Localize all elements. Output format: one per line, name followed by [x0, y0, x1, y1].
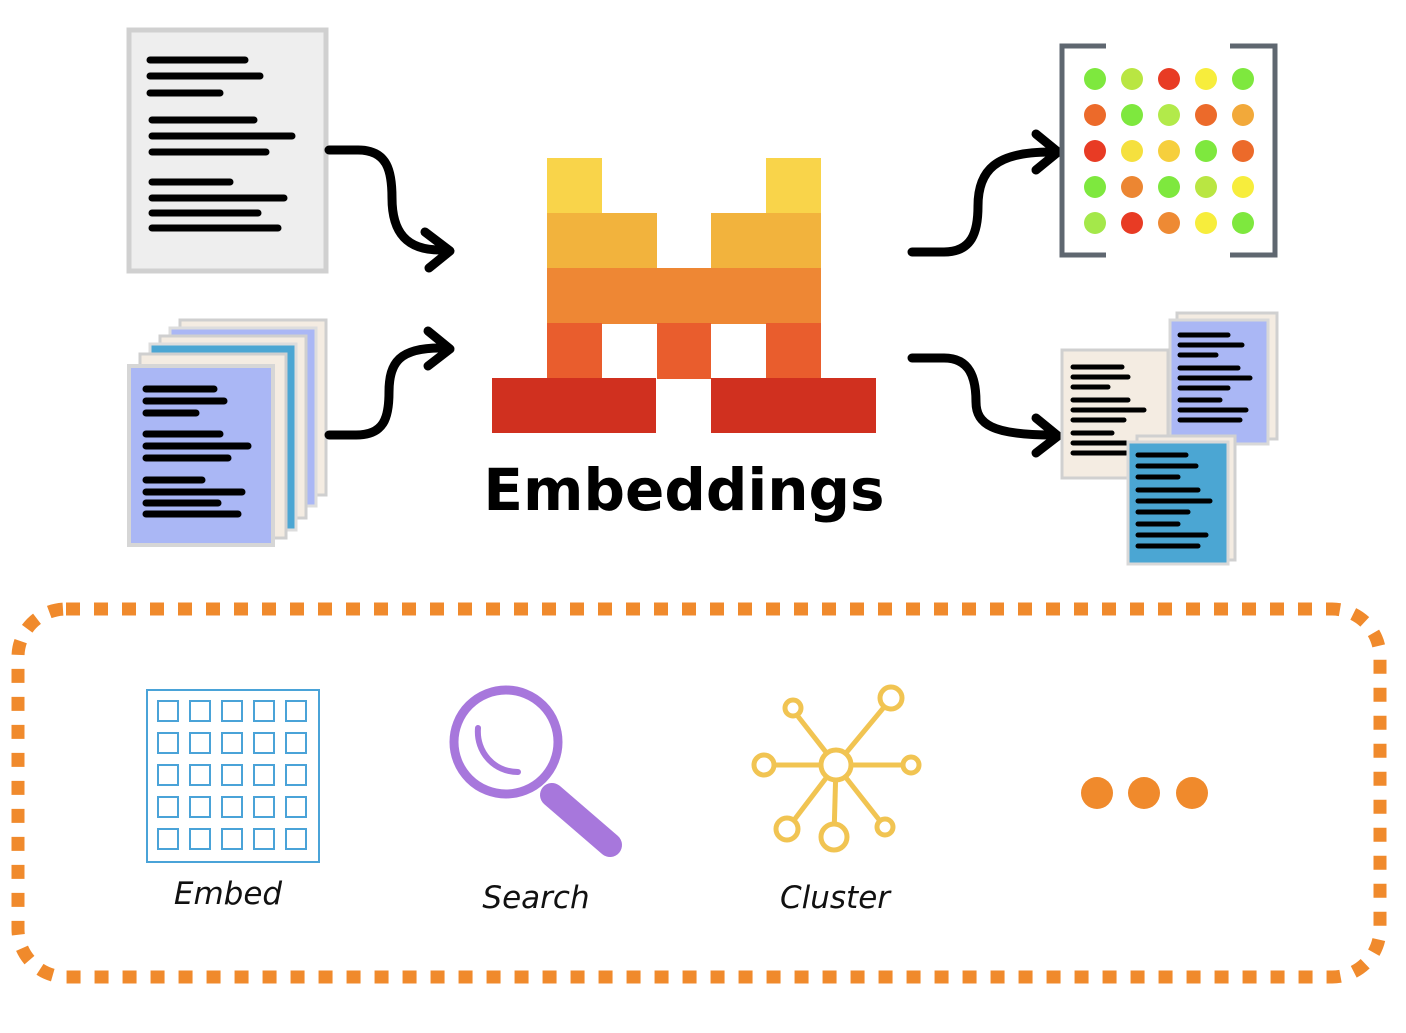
grid-cell — [189, 796, 211, 818]
vector-dot — [1158, 68, 1180, 90]
vector-dot — [1232, 104, 1254, 126]
vector-dot — [1195, 212, 1217, 234]
vector-dot — [1232, 140, 1254, 162]
vector-dot — [1232, 68, 1254, 90]
grid-cell — [221, 764, 243, 786]
grid-cell — [285, 700, 307, 722]
use-label-cluster: Cluster — [780, 880, 892, 916]
grid-cell — [221, 828, 243, 850]
grid-cell — [189, 828, 211, 850]
vector-dot — [1158, 176, 1180, 198]
grid-cell — [189, 764, 211, 786]
grid-icon — [146, 689, 320, 863]
embedding-vector-icon — [1059, 43, 1278, 258]
grid-cell — [157, 700, 179, 722]
arrow-head — [1031, 129, 1063, 175]
vector-dot-grid — [1084, 68, 1254, 234]
arrow-head — [423, 326, 455, 371]
grid-cell — [253, 700, 275, 722]
vector-dot — [1084, 104, 1106, 126]
vector-dot — [1195, 104, 1217, 126]
use-label-search: Search — [482, 880, 589, 916]
grid-cell — [189, 732, 211, 754]
grid-cell — [253, 796, 275, 818]
vector-dot — [1232, 212, 1254, 234]
model-logo — [492, 158, 876, 433]
grid-cell — [189, 700, 211, 722]
arrow-doc-to-model — [324, 145, 445, 255]
vector-dot — [1121, 176, 1143, 198]
arrow-model-to-documents — [907, 353, 1057, 440]
vector-dot — [1121, 212, 1143, 234]
vector-dot — [1195, 68, 1217, 90]
vector-dot — [1121, 68, 1143, 90]
use-label-embed: Embed — [174, 876, 283, 912]
grid-cell — [157, 764, 179, 786]
grid-cell — [253, 732, 275, 754]
single-document-icon — [126, 27, 329, 274]
grid-cell — [157, 796, 179, 818]
arrow-head — [420, 227, 455, 273]
arrow-head — [1031, 413, 1063, 458]
vector-dot — [1084, 140, 1106, 162]
cluster-network-icon — [751, 684, 922, 853]
use-cases-panel — [11, 602, 1387, 984]
vector-dot — [1158, 140, 1180, 162]
grid-cell — [157, 828, 179, 850]
arrow-model-to-vector — [907, 147, 1055, 257]
vector-dot — [1158, 104, 1180, 126]
clustered-documents-icon — [1060, 311, 1279, 566]
grid-cell — [253, 764, 275, 786]
grid-cell — [221, 732, 243, 754]
grid-cell — [285, 828, 307, 850]
grid-cell — [285, 732, 307, 754]
ellipsis-icon — [1081, 777, 1208, 809]
vector-dot — [1084, 176, 1106, 198]
magnifier-icon — [449, 685, 622, 857]
vector-dot — [1121, 140, 1143, 162]
document-stack-icon — [127, 318, 328, 547]
grid-cell — [157, 732, 179, 754]
arrow-docs-to-model — [324, 343, 445, 440]
grid-cell — [221, 796, 243, 818]
vector-dot — [1195, 176, 1217, 198]
grid-cell — [221, 700, 243, 722]
vector-dot — [1195, 140, 1217, 162]
vector-dot — [1232, 176, 1254, 198]
grid-cell — [253, 828, 275, 850]
vector-dot — [1158, 212, 1180, 234]
grid-cell — [285, 764, 307, 786]
grid-cell — [285, 796, 307, 818]
page-title: Embeddings — [483, 456, 884, 524]
vector-dot — [1084, 212, 1106, 234]
vector-dot — [1084, 68, 1106, 90]
vector-dot — [1121, 104, 1143, 126]
